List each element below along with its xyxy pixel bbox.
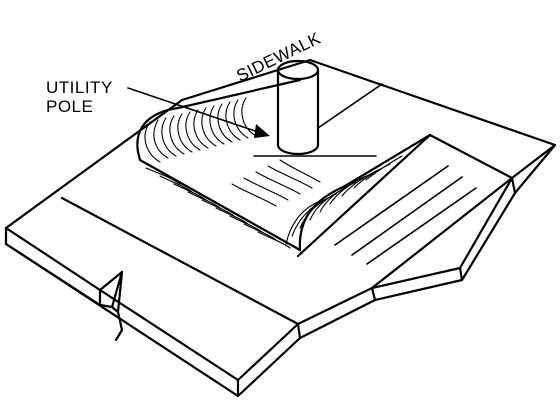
utility-pole <box>276 59 320 156</box>
label-pole: POLE <box>46 97 93 116</box>
label-utility: UTILITY <box>46 78 113 97</box>
sidewalk-edge-lines <box>253 83 383 157</box>
curb-ramp <box>296 133 514 290</box>
utility-pole-leader <box>127 87 270 138</box>
leader-arrowhead-icon <box>254 124 270 138</box>
slab-outline <box>4 58 557 398</box>
pole-base-mound <box>136 78 432 252</box>
mound-hatching <box>144 97 403 249</box>
